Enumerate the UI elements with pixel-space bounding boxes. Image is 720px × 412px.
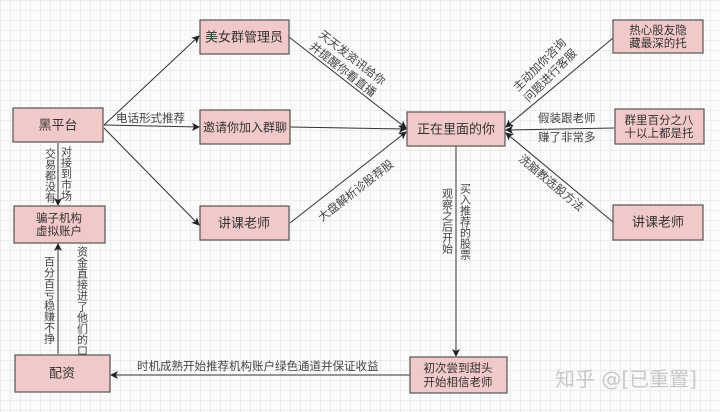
node-label: 骗子机构 xyxy=(36,211,82,225)
edge-label-brainwash: 洗脑教选股方法 xyxy=(516,152,587,214)
edge-label-pretend-earn-2: 赚了非常多 xyxy=(538,130,596,144)
node-label: 邀请你加入群聊 xyxy=(203,120,287,135)
node-label: 黑平台 xyxy=(38,119,77,134)
edge-shill-to-you xyxy=(505,37,614,128)
node-fraud-account: 骗子机构 虚拟账户 xyxy=(13,205,106,244)
edge-label-buy-observe-1: 买入推荐的股票 xyxy=(459,183,472,260)
edge-label-sure-loss: 百分百亏稳赚不挣 xyxy=(43,256,56,345)
node-label: 初次尝到甜头 xyxy=(424,361,493,375)
node-label: 开始相信老师 xyxy=(424,375,493,389)
node-label: 热心股友隐 xyxy=(629,23,687,37)
node-label: 正在里面的你 xyxy=(417,122,495,138)
node-first-taste: 初次尝到甜头 开始相信老师 xyxy=(409,356,508,394)
edge-label-buy-observe-2: 观察之后开始 xyxy=(441,188,454,255)
node-label: 美女群管理员 xyxy=(205,30,283,46)
node-label: 配资 xyxy=(49,367,75,382)
node-you-inside: 正在里面的你 xyxy=(406,111,506,147)
edge-label-no-market-2: 交易都没有 xyxy=(44,147,57,204)
node-label: 讲课老师 xyxy=(632,216,684,231)
node-label: 讲课老师 xyxy=(218,217,270,232)
edge-platform-to-invite xyxy=(103,122,200,131)
node-label: 藏最深的托 xyxy=(629,36,687,50)
watermark: 知乎 @[已重置] xyxy=(555,367,697,391)
node-invite-group: 邀请你加入群聊 xyxy=(199,109,291,145)
node-group-shills: 群里百分之八 十以上都是托 xyxy=(614,108,705,145)
node-lecturer-right: 讲课老师 xyxy=(612,204,704,241)
node-shill-friend: 热心股友隐 藏最深的托 xyxy=(612,19,704,54)
edge-platform-to-lecturer xyxy=(103,127,200,226)
edge-invite-to-you xyxy=(289,124,407,133)
node-label: 虚拟账户 xyxy=(36,224,82,238)
edge-label-no-market-1: 对接到市场 xyxy=(60,145,73,202)
edge-label-market-analysis: 大盘解析诊股荐股 xyxy=(315,156,397,224)
edge-lecturer-to-you xyxy=(289,131,407,224)
edge-platform-to-admin xyxy=(103,35,200,126)
node-lecturer-left: 讲课老师 xyxy=(199,205,290,241)
edge-rlecturer-to-you xyxy=(505,132,614,223)
node-margin-funding: 配资 xyxy=(14,354,111,393)
node-black-platform: 黑平台 xyxy=(12,107,104,143)
edge-label-pretend-earn-1: 假装跟老师 xyxy=(538,111,596,125)
node-beauty-admin: 美女群管理员 xyxy=(199,19,290,55)
node-label: 十以上都是托 xyxy=(625,126,694,140)
node-label: 群里百分之八 xyxy=(625,113,694,127)
edge-label-phone-recommend: 电话形式推荐 xyxy=(116,111,185,125)
edge-label-funds-pocket: 资金直接进了他们的口袋 xyxy=(76,246,89,367)
edge-label-green-channel: 时机成熟开始推荐机构账户绿色通道并保证收益 xyxy=(137,359,379,373)
edge-group-to-you xyxy=(505,125,615,134)
edge-admin-to-you xyxy=(288,36,407,129)
